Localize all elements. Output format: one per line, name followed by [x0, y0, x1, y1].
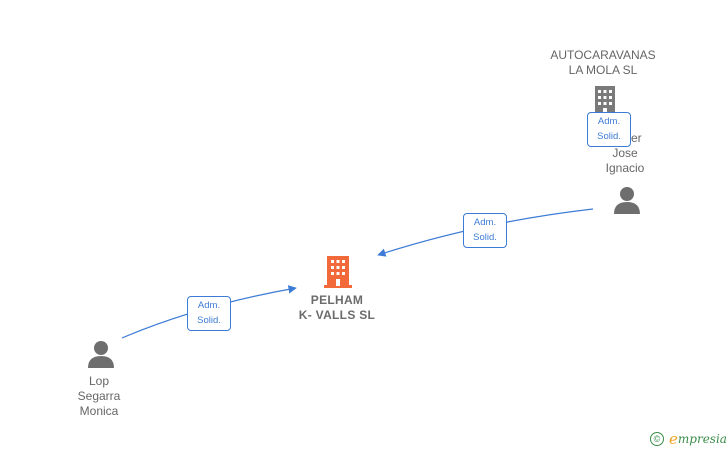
- building-icon: [324, 256, 352, 288]
- copyright-icon: ©: [650, 432, 664, 446]
- edge-label-left[interactable]: Adm. Solid.: [187, 296, 231, 331]
- person-icon: [614, 187, 640, 214]
- edge-label-top[interactable]: Adm. Solid.: [587, 112, 631, 147]
- edge-label-right[interactable]: Adm. Solid.: [463, 213, 507, 248]
- top-company-name: AUTOCARAVANAS LA MOLA SL: [550, 48, 656, 77]
- brand-logo-text: mpresia: [677, 432, 727, 446]
- brand-logo-initial: e: [669, 430, 678, 448]
- person-left-name: Lop Segarra Monica: [77, 374, 121, 418]
- center-company-name: PELHAM K- VALLS SL: [298, 293, 376, 322]
- empresia-watermark: © e mpresia: [650, 430, 727, 448]
- person-icon: [88, 341, 114, 368]
